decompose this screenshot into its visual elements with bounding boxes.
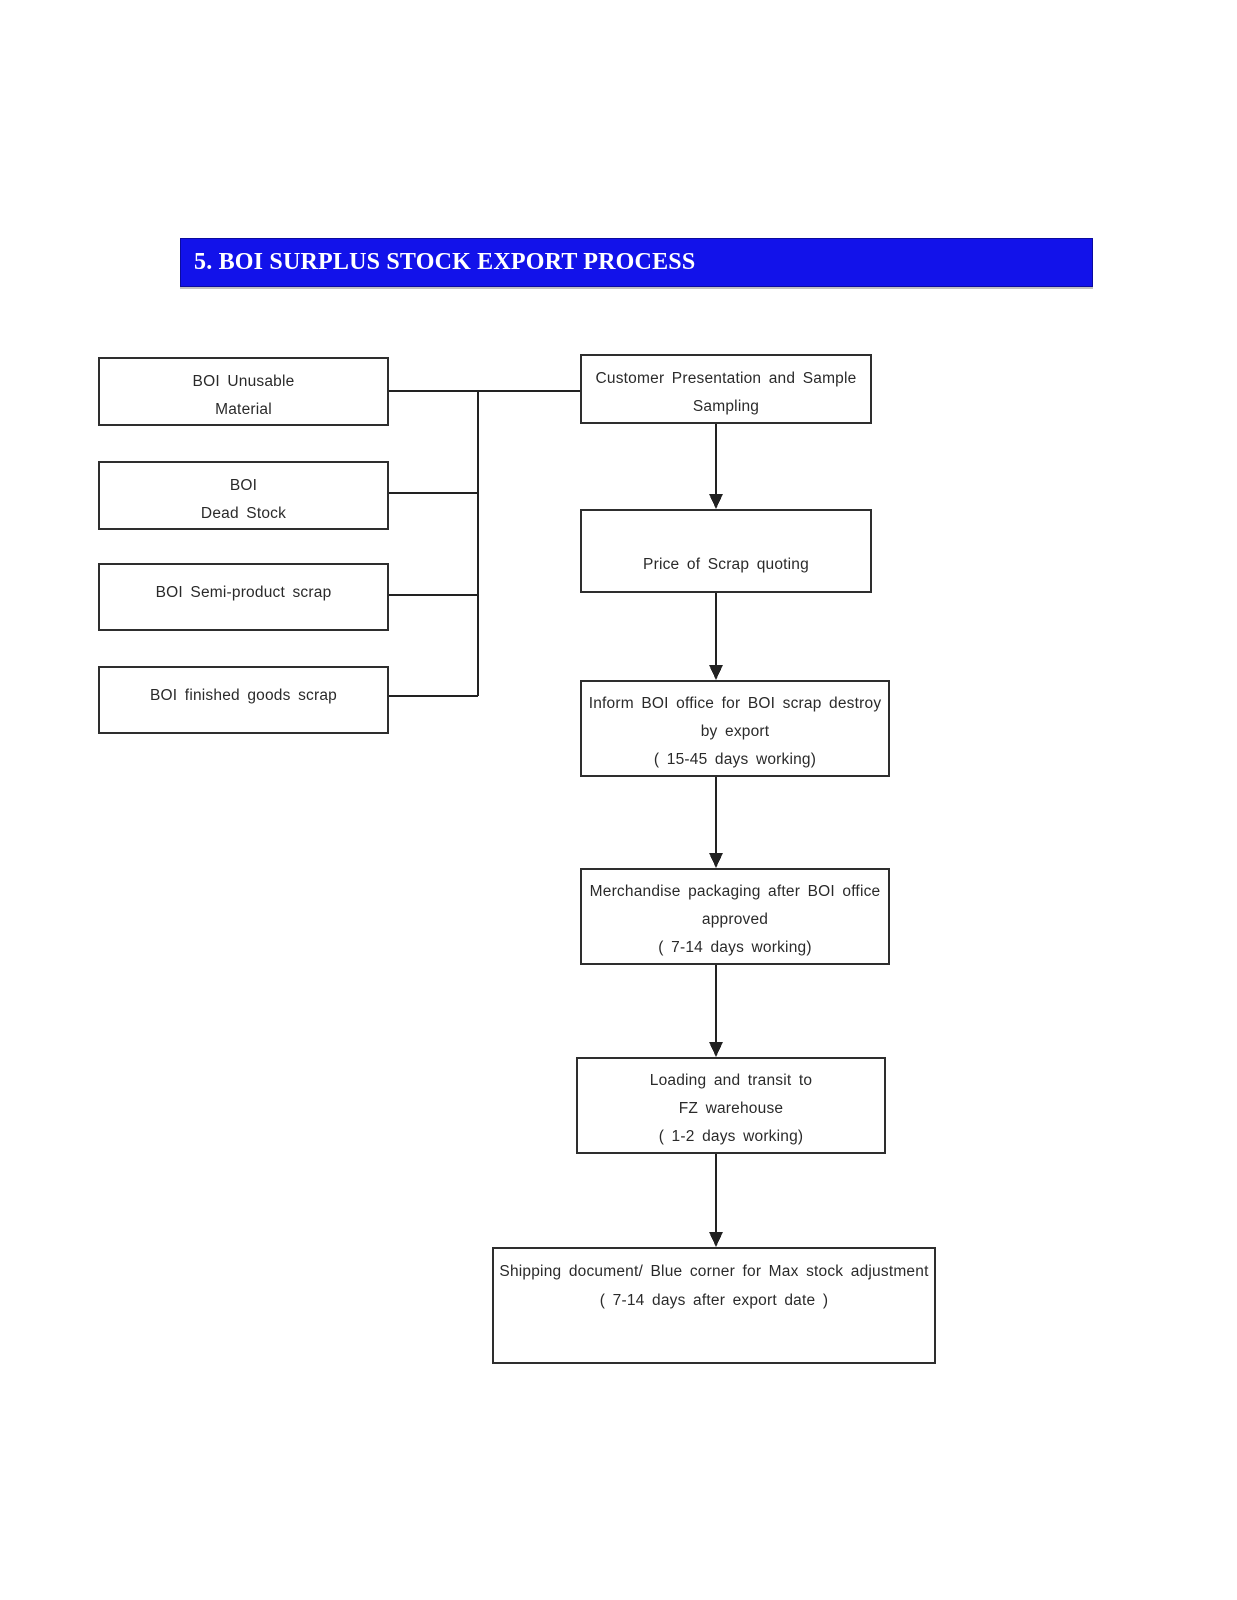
box-text-line: Merchandise packaging after BOI office: [589, 883, 881, 900]
step-box-price-of-scrap-quoting: Price of Scrap quoting: [580, 509, 872, 593]
source-box-boi-dead-stock: BOI Dead Stock: [98, 461, 389, 530]
source-box-boi-finished-goods-scrap: BOI finished goods scrap: [98, 666, 389, 734]
box-text-line: BOI: [229, 477, 258, 494]
section-title-bar: 5. BOI SURPLUS STOCK EXPORT PROCESS: [180, 238, 1093, 287]
box-text-line: Inform BOI office for BOI scrap destroy: [588, 695, 882, 712]
flow-arrow-2-head: [709, 665, 723, 680]
box-text-line: Price of Scrap quoting: [643, 556, 809, 573]
box-text-line: Shipping document/ Blue corner for Max s…: [499, 1263, 929, 1280]
box-text-line: ( 7-14 days working): [658, 939, 812, 956]
step-box-merchandise-packaging: Merchandise packaging after BOI office a…: [580, 868, 890, 965]
box-text-line: ( 15-45 days working): [653, 751, 817, 768]
box-text-line: Loading and transit to: [649, 1072, 813, 1089]
box-text-line: BOI Unusable: [192, 373, 295, 390]
step-box-loading-and-transit: Loading and transit to FZ warehouse ( 1-…: [576, 1057, 886, 1154]
section-title: 5. BOI SURPLUS STOCK EXPORT PROCESS: [194, 249, 696, 275]
source-box-boi-unusable-material: BOI Unusable Material: [98, 357, 389, 426]
box-text-line: Sampling: [692, 398, 760, 415]
flow-arrow-3-head: [709, 853, 723, 868]
source-box-boi-semi-product-scrap: BOI Semi-product scrap: [98, 563, 389, 631]
box-text-line: Customer Presentation and Sample: [595, 370, 857, 387]
box-text-line: BOI finished goods scrap: [150, 687, 337, 704]
box-text-line: approved: [701, 911, 769, 928]
flow-arrow-5-head: [709, 1232, 723, 1247]
step-box-inform-boi-office: Inform BOI office for BOI scrap destroy …: [580, 680, 890, 777]
box-text-line: ( 1-2 days working): [658, 1128, 804, 1145]
box-text-line: by export: [700, 723, 770, 740]
box-text-line: Material: [215, 401, 272, 418]
flow-arrow-4-head: [709, 1042, 723, 1057]
step-box-customer-presentation: Customer Presentation and Sample Samplin…: [580, 354, 872, 424]
box-text-line: Dead Stock: [200, 505, 287, 522]
box-text-line: ( 7-14 days after export date ): [599, 1292, 829, 1309]
step-box-shipping-document: Shipping document/ Blue corner for Max s…: [492, 1247, 936, 1364]
box-text-line: BOI Semi-product scrap: [155, 584, 332, 601]
flow-arrow-1-head: [709, 494, 723, 509]
box-text-line: FZ warehouse: [678, 1100, 784, 1117]
